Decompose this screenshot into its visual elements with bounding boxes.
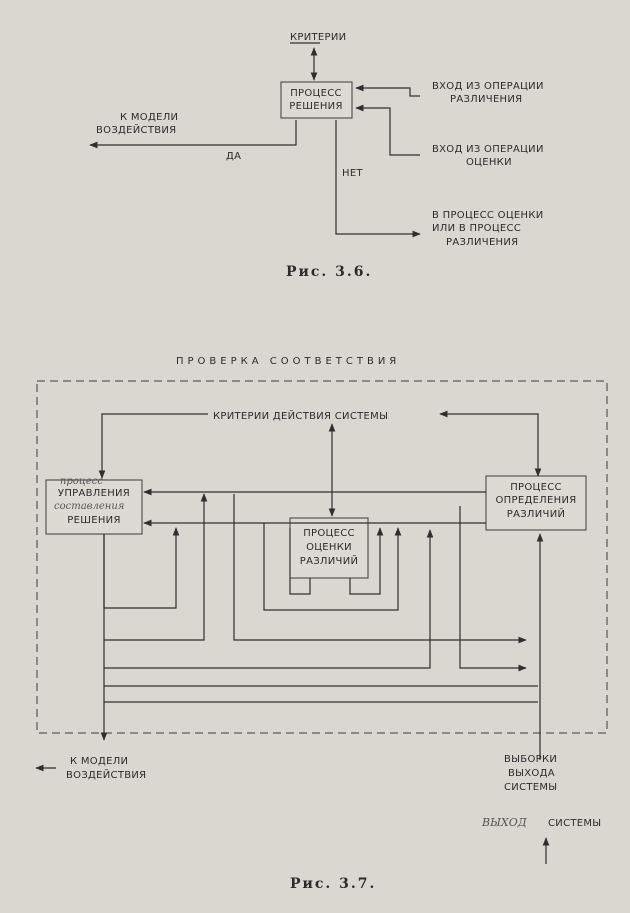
criteria-to-diff-arrow: [439, 410, 542, 477]
output-line-3: РАЗЛИЧЕНИЯ: [446, 237, 518, 248]
eval-box-line-2: ОЦЕНКИ: [306, 542, 352, 553]
loop-mgmt-to-top: [104, 493, 208, 641]
decision-management-box: [45, 479, 143, 535]
eval-box-line-1: ПРОЦЕСС: [303, 528, 355, 539]
loop-eval-left: [289, 528, 311, 595]
diff-box-line-2: ОПРЕДЕЛЕНИЯ: [496, 495, 577, 506]
diff-box-line-1: ПРОЦЕСС: [510, 482, 562, 493]
no-arrow: [335, 120, 421, 238]
loop-eval-inner: [349, 527, 384, 595]
input-diff-arrow: [355, 84, 420, 97]
loop-top-to-diff: [233, 494, 527, 644]
to-model-line-2: ВОЗДЕЙСТВИЯ: [96, 123, 176, 136]
figure-3-7: ПРОВЕРКА СООТВЕТСТВИЯ КРИТЕРИИ ДЕЙСТВИЯ …: [35, 356, 608, 892]
input-diff-line-2: РАЗЛИЧЕНИЯ: [450, 94, 522, 105]
samples-line-1: ВЫБОРКИ: [504, 754, 557, 765]
yes-arrow: [89, 120, 297, 149]
output-line-1: В ПРОЦЕСС ОЦЕНКИ: [432, 210, 544, 221]
input-eval-arrow: [355, 104, 420, 156]
system-criteria-label: КРИТЕРИИ ДЕЙСТВИЯ СИСТЕМЫ: [213, 409, 388, 422]
bus-2: [459, 506, 527, 672]
mgmt-box-line-1: УПРАВЛЕНИЯ: [58, 488, 130, 499]
output-rest: СИСТЕМЫ: [548, 818, 601, 829]
input-eval-line-2: ОЦЕНКИ: [466, 157, 512, 168]
caption-3-7: Рис. 3.7.: [290, 876, 376, 892]
to-model-line-1: К МОДЕЛИ: [120, 112, 178, 123]
criteria-label: КРИТЕРИИ: [290, 32, 346, 43]
criteria-to-mgmt-arrow: [98, 413, 208, 479]
decision-box-line-1: ПРОЦЕСС: [290, 88, 342, 99]
difference-determination-box: [485, 475, 587, 531]
conformity-check-title: ПРОВЕРКА СООТВЕТСТВИЯ: [176, 356, 400, 367]
bus-1: [104, 529, 434, 669]
loop-mgmt-self: [103, 527, 180, 609]
decision-process-box: [280, 81, 353, 119]
diff-box-line-3: РАЗЛИЧИЙ: [507, 507, 566, 520]
f37-to-model-line-1: К МОДЕЛИ: [70, 756, 128, 767]
f37-to-model-line-2: ВОЗДЕЙСТВИЯ: [66, 768, 146, 781]
output-italic: ВЫХОД: [481, 816, 528, 829]
output-line-2: ИЛИ В ПРОЦЕСС: [432, 223, 521, 234]
input-diff-line-1: ВХОД ИЗ ОПЕРАЦИИ: [432, 81, 544, 92]
mgmt-handwritten-1: процесс: [60, 476, 103, 487]
no-label: НЕТ: [342, 168, 363, 179]
conformity-check-boundary: [36, 380, 608, 734]
caption-3-6: Рис. 3.6.: [286, 264, 372, 280]
mgmt-box-line-2: РЕШЕНИЯ: [67, 515, 120, 526]
eval-box-line-3: РАЗЛИЧИЙ: [300, 554, 359, 567]
input-eval-line-1: ВХОД ИЗ ОПЕРАЦИИ: [432, 144, 544, 155]
yes-label: ДА: [226, 151, 241, 162]
loop-eval-outer: [263, 523, 402, 611]
samples-line-3: СИСТЕМЫ: [504, 782, 557, 793]
decision-box-line-2: РЕШЕНИЯ: [289, 101, 342, 112]
samples-line-2: ВЫХОДА: [508, 768, 555, 779]
figure-3-6: КРИТЕРИИ ПРОЦЕСС РЕШЕНИЯ ВХОД ИЗ ОПЕРАЦИ…: [89, 32, 544, 280]
mgmt-handwritten-2: составления: [54, 501, 124, 512]
